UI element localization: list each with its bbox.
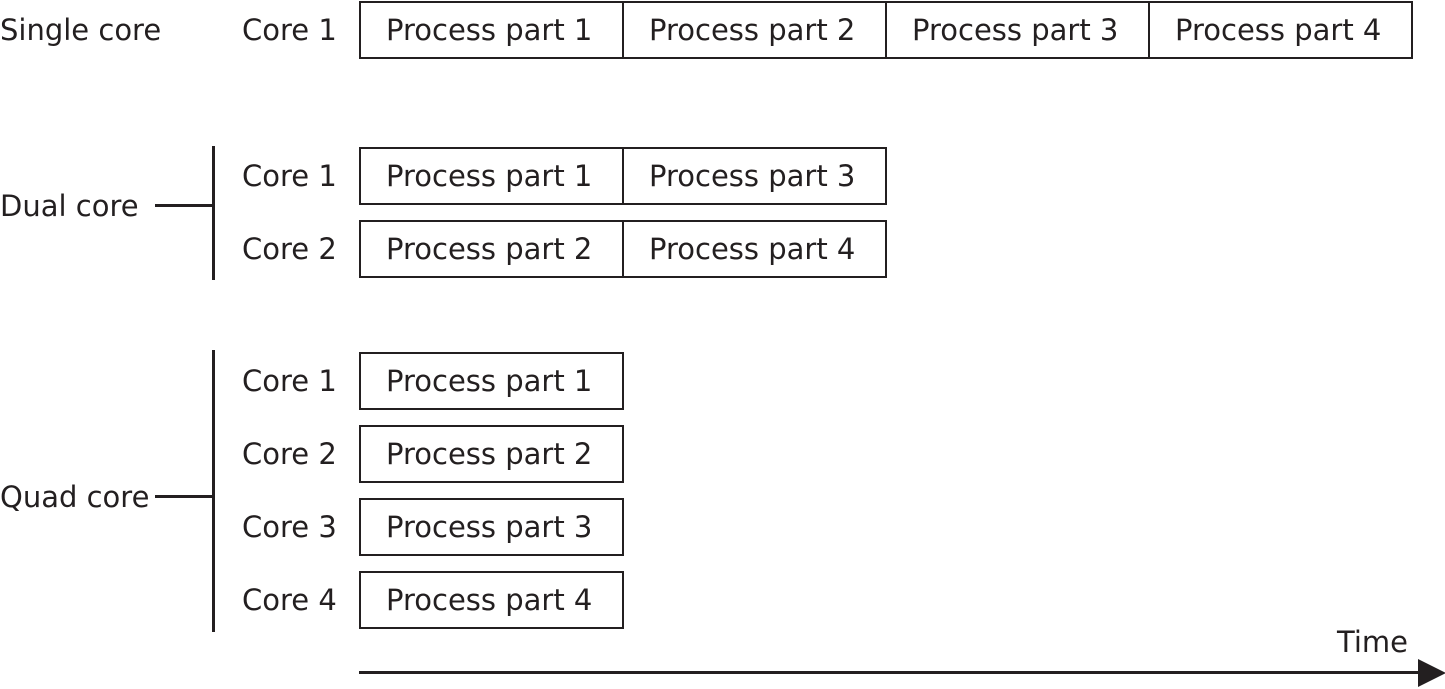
time-axis-arrowhead-icon xyxy=(1418,659,1445,687)
quad-core-2-label: Core 2 xyxy=(242,437,337,471)
dual-core-2-process-part-4: Process part 4 xyxy=(622,220,887,278)
quad-core-4-process-part-4: Process part 4 xyxy=(359,571,624,629)
single-core-1-process-part-4: Process part 4 xyxy=(1148,1,1413,59)
quad-core-1-label: Core 1 xyxy=(242,364,337,398)
dual-core-1-process-part-1: Process part 1 xyxy=(359,147,624,205)
time-axis-label: Time xyxy=(1337,625,1408,659)
dual-core-2-label: Core 2 xyxy=(242,232,337,266)
quad-core-2-process-part-2: Process part 2 xyxy=(359,425,624,483)
single-core-label: Single core xyxy=(0,13,162,47)
dual-core-2-process-part-2: Process part 2 xyxy=(359,220,624,278)
quad-core-3-label: Core 3 xyxy=(242,510,337,544)
quad-core-4-label: Core 4 xyxy=(242,583,337,617)
single-core-1-process-part-3: Process part 3 xyxy=(885,1,1150,59)
dual-core-bracket xyxy=(212,146,215,280)
quad-core-1-process-part-1: Process part 1 xyxy=(359,352,624,410)
dual-core-label: Dual core xyxy=(0,189,139,223)
dual-core-1-label: Core 1 xyxy=(242,159,337,193)
quad-core-bracket xyxy=(212,350,215,632)
quad-core-3-process-part-3: Process part 3 xyxy=(359,498,624,556)
single-core-1-process-part-2: Process part 2 xyxy=(622,1,887,59)
single-core-1-label: Core 1 xyxy=(242,13,337,47)
time-axis-line xyxy=(359,671,1421,674)
dual-core-1-process-part-3: Process part 3 xyxy=(622,147,887,205)
quad-core-connector xyxy=(155,495,214,498)
single-core-1-process-part-1: Process part 1 xyxy=(359,1,624,59)
dual-core-connector xyxy=(155,204,214,207)
quad-core-label: Quad core xyxy=(0,480,150,514)
